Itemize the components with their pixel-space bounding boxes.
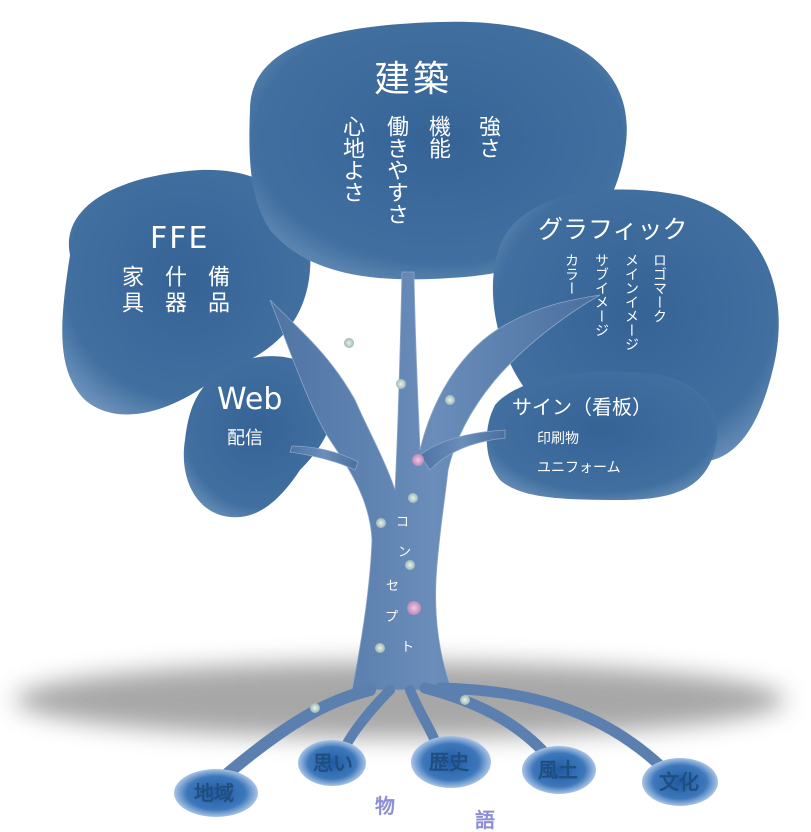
root-nodes xyxy=(174,736,718,817)
ffe-item-equipment: 備品 xyxy=(204,265,229,317)
trunk-label-char: セ xyxy=(386,579,400,594)
sign-item-print: 印刷物 xyxy=(537,431,579,447)
architecture-item-function: 機能 xyxy=(425,115,450,159)
architecture-item-workability: 働きやすさ xyxy=(383,115,408,225)
canopy-group xyxy=(62,21,779,518)
ffe-item-furniture: 家具 xyxy=(118,265,143,317)
trunk-label-char: プ xyxy=(385,610,399,625)
graphic-item-main-image: メインイメージ xyxy=(623,253,639,351)
canopy-web xyxy=(183,356,334,518)
architecture-item-comfort: 心地よさ xyxy=(339,115,364,203)
tree-trunk xyxy=(269,271,601,691)
root-label-culture: 文化 xyxy=(659,770,699,794)
graphic-item-logo: ロゴマーク xyxy=(651,253,667,323)
graphic-item-sub-image: サブイメージ xyxy=(593,253,609,337)
canopy-sign xyxy=(486,371,718,500)
canopy-architecture-title: 建築 xyxy=(374,59,453,100)
root-label-thoughts: 思い xyxy=(313,751,353,775)
canopy-ffe-title: FFE xyxy=(150,221,210,256)
story-char: 語 xyxy=(475,808,495,832)
canopy-ffe xyxy=(62,169,311,415)
canopy-sign-title: サイン（看板） xyxy=(512,395,652,419)
trunk-label-char: ン xyxy=(398,545,412,560)
root-label-history: 歴史 xyxy=(429,750,469,774)
trunk-label-char: コ xyxy=(396,515,410,530)
story-char: 物 xyxy=(375,794,395,818)
sign-item-uniform: ユニフォーム xyxy=(537,460,621,476)
web-item-delivery: 配信 xyxy=(227,428,263,449)
root-label-climate: 風土 xyxy=(538,758,578,782)
canopy-web-title: Web xyxy=(217,382,283,417)
trunk-dots xyxy=(310,338,470,713)
architecture-item-strength: 強さ xyxy=(475,115,500,159)
canopy-graphic-title: グラフィック xyxy=(538,215,688,244)
ffe-item-fixtures: 什器 xyxy=(161,265,186,317)
trunk-label-char: ト xyxy=(401,640,415,655)
root-label-region: 地域 xyxy=(194,781,234,805)
graphic-item-color: カラー xyxy=(563,253,579,295)
